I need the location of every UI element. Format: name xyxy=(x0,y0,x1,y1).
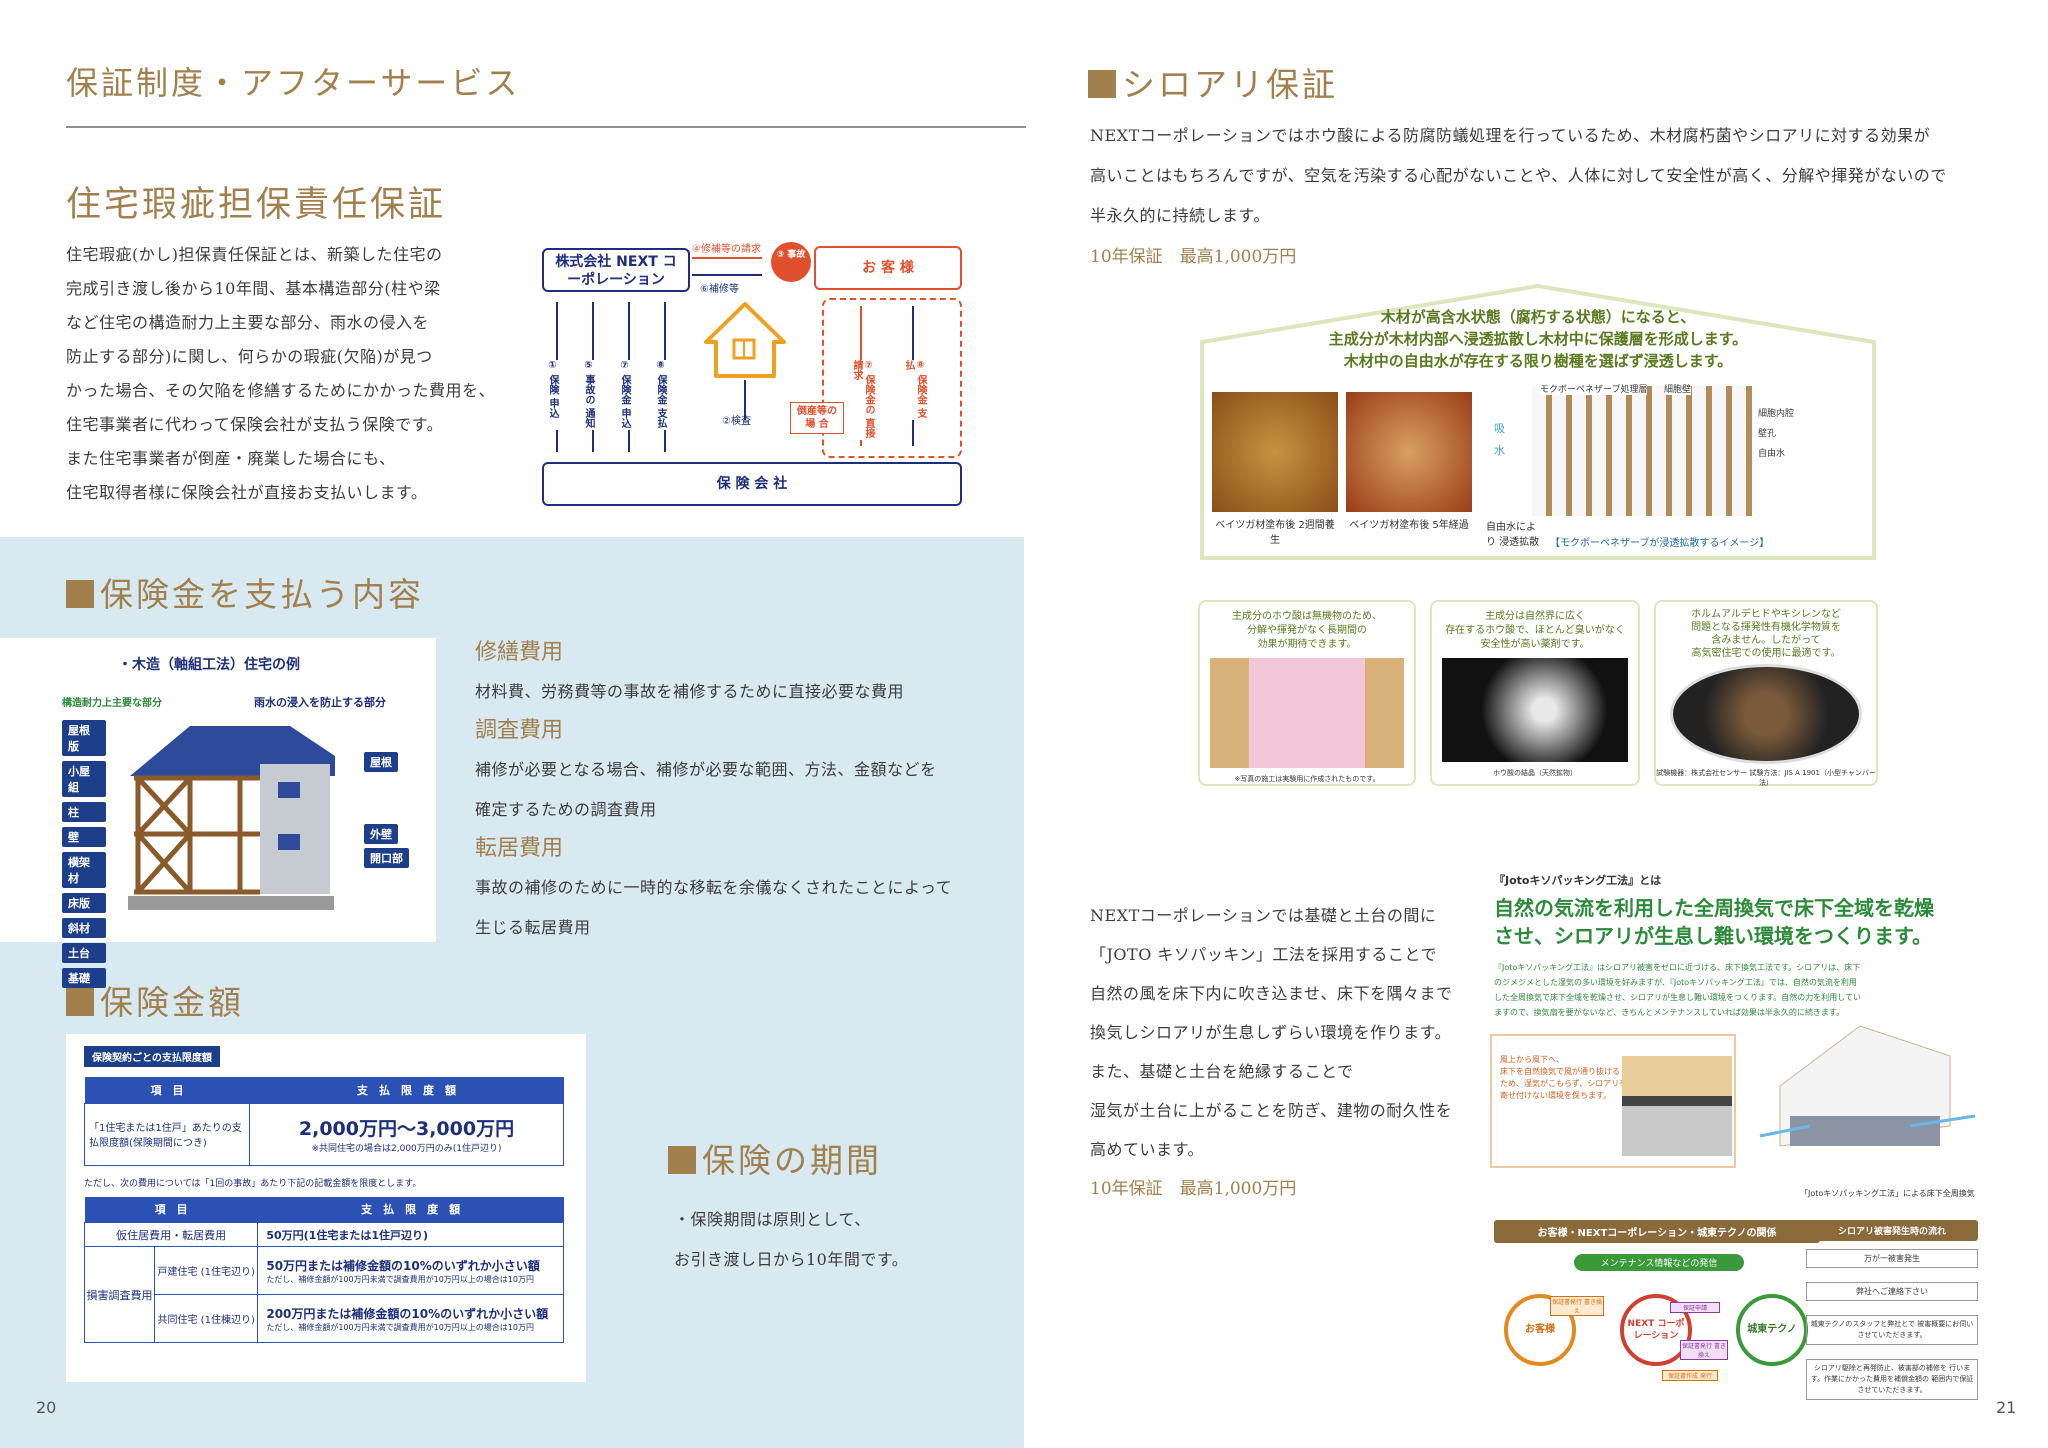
tag-opening: 開口部 xyxy=(364,848,409,868)
page-number-right: 21 xyxy=(1996,1398,2017,1417)
chamber-photo xyxy=(1670,664,1862,764)
customer-box: お 客 様 xyxy=(814,246,962,290)
moving-cost-title: 転居費用 xyxy=(475,836,564,861)
next-circle: NEXT コーポレーション xyxy=(1620,1294,1692,1366)
termite-heading: シロアリ保証 xyxy=(1088,58,1338,106)
cost-list: 修繕費用 材料費、労務費等の事故を補修するために直接必要な費用 調査費用 補修が… xyxy=(475,634,1015,948)
repair-arrow xyxy=(692,274,762,276)
wood-sample-photo-1 xyxy=(1212,392,1338,512)
title-divider xyxy=(66,126,1026,128)
wooden-house-drawing xyxy=(128,726,335,910)
joto-warranty: 10年保証 最高1,000万円 xyxy=(1090,1179,1297,1199)
foundation-packing-photo xyxy=(1622,1056,1732,1156)
cell-structure-diagram xyxy=(1532,386,1752,516)
underfloor-ventilation-drawing xyxy=(1759,1025,1976,1147)
termite-paragraph: NEXTコーポレーションではホウ酸による防腐防蟻処理を行っているため、木材腐朽菌… xyxy=(1090,126,1947,225)
period-text: ・保険期間は原則として、 お引き渡し日から10年間です。 xyxy=(674,1210,909,1269)
insurer-box: 保 険 会 社 xyxy=(542,462,962,506)
wood-sample-photo-2 xyxy=(1346,392,1472,512)
flow-apply: ① 保険 申込 xyxy=(546,360,558,430)
joto-info: 『Jotoキソパッキング工法』とは 自然の気流を利用した全周換気で床下全域を乾燥… xyxy=(1494,874,1934,1017)
flow-pay: ⑧ 保険金 支払 xyxy=(654,360,666,430)
inspection-label: ②検査 xyxy=(722,416,751,427)
feature-cards: 主成分のホウ酸は無機物のため、分解や揮発がなく長期間の効果が期待できます。 ※写… xyxy=(1198,600,1878,790)
coverage-heading: 保険金を支払う内容 xyxy=(66,568,424,616)
limit-table: 項 目支 払 限 度 額 「1住宅または1住戸」あたりの支払限度額(保険期間につ… xyxy=(84,1077,564,1166)
survey-cost-title: 調査費用 xyxy=(475,718,564,743)
insurance-flow-diagram: 株式会社 NEXT コーポレーション お 客 様 ④修補等の請求 ⑥補修等 ③ … xyxy=(540,240,965,510)
square-bullet-icon xyxy=(66,580,94,608)
house-vent-caption: 「Jotoキソパッキング工法」による床下全周換気 xyxy=(1800,1189,1975,1198)
damage-flow: シロアリ被害発生時の流れ 万が一被害発生 弊社へご連絡下さい 城東テクノのスタッ… xyxy=(1806,1220,1978,1400)
flow-claim: ⑦ 保険金 申込 xyxy=(618,360,630,430)
customer-circle: お客様 xyxy=(1504,1294,1576,1366)
flow-notify: ⑤ 事故の 通知 xyxy=(582,360,594,430)
repair-request-arrow xyxy=(692,257,762,259)
joto-circle: 城東テクノ xyxy=(1736,1294,1808,1366)
structural-tags: 屋根版 小屋組 柱 壁 横架材 床版 斜材 土台 基礎 xyxy=(62,720,106,988)
feature-card-1: 主成分のホウ酸は無機物のため、分解や揮発がなく長期間の効果が期待できます。 ※写… xyxy=(1198,600,1416,786)
period-heading: 保険の期間 xyxy=(668,1134,882,1182)
structural-label: 構造耐力上主要な部分 xyxy=(62,698,162,709)
boric-acid-panel: 木材が高含水状態（腐朽する状態）になると、 主成分が木材内部へ浸透拡散し木材中に… xyxy=(1198,282,1878,562)
repair-request-label: ④修補等の請求 xyxy=(692,244,761,255)
repair-label: ⑥補修等 xyxy=(700,284,739,295)
company-box: 株式会社 NEXT コーポレーション xyxy=(542,248,690,292)
feature-card-2: 主成分は自然界に広く存在するホウ酸で、ほとんど臭いがなく安全性が高い薬剤です。 … xyxy=(1430,600,1640,786)
defect-paragraph: 住宅瑕疵(かし)担保責任保証とは、新築した住宅の 完成引き渡し後から10年間、基… xyxy=(66,245,496,502)
wall-photo xyxy=(1210,658,1404,768)
accident-burst-icon: ③ 事故 xyxy=(771,242,811,282)
house-structure-illustration: ・木造（軸組工法）住宅の例 構造耐力上主要な部分 雨水の浸入を防止する部分 屋根… xyxy=(0,638,436,988)
inspection-arrow xyxy=(744,380,746,420)
tag-roof: 屋根 xyxy=(364,752,398,772)
square-bullet-icon xyxy=(668,1146,696,1174)
flow-direct-pay: ⑧ 保険金 支払 xyxy=(902,360,926,420)
joto-callout-box: 風上から風下へ、 床下を自然換気で風が通り抜ける ため、湿気がこもらず、シロアリ… xyxy=(1490,1034,1736,1168)
defect-heading: 住宅瑕疵担保責任保証 xyxy=(66,185,447,225)
square-bullet-icon xyxy=(1088,70,1116,98)
house-icon xyxy=(704,302,786,378)
bankrupt-dashed-box xyxy=(822,298,962,458)
bankrupt-label: 倒産等の 場 合 xyxy=(790,402,844,434)
amount-heading: 保険金額 xyxy=(66,976,244,1024)
repair-cost-title: 修繕費用 xyxy=(475,640,564,665)
relation-diagram: お客様・NEXTコーポレーション・城東テクノの関係 メンテナンス情報などの発信 … xyxy=(1494,1220,1820,1400)
page-number-left: 20 xyxy=(36,1398,57,1417)
feature-card-3: ホルムアルデヒドやキシレンなど問題となる揮発性有機化学物質を含みません。したがっ… xyxy=(1654,600,1878,787)
joto-paragraph: NEXTコーポレーションでは基礎と土台の間に 「JOTO キソパッキン」工法を採… xyxy=(1090,906,1453,1159)
rainwater-label: 雨水の浸入を防止する部分 xyxy=(254,696,386,709)
section-title: 保証制度・アフターサービス xyxy=(66,64,521,102)
square-bullet-icon xyxy=(66,988,94,1016)
termite-warranty: 10年保証 最高1,000万円 xyxy=(1090,247,1297,267)
amount-table-panel: 保険契約ごとの支払限度額 項 目支 払 限 度 額 「1住宅または1住戸」あたり… xyxy=(66,1034,586,1382)
boric-crystal-photo xyxy=(1442,658,1628,762)
flow-direct-claim: ⑦ 保険金の 直接請求 xyxy=(850,360,874,440)
illustration-title: ・木造（軸組工法）住宅の例 xyxy=(118,657,300,673)
water-label: 吸 水 xyxy=(1494,422,1505,457)
tag-wall: 外壁 xyxy=(364,824,398,844)
